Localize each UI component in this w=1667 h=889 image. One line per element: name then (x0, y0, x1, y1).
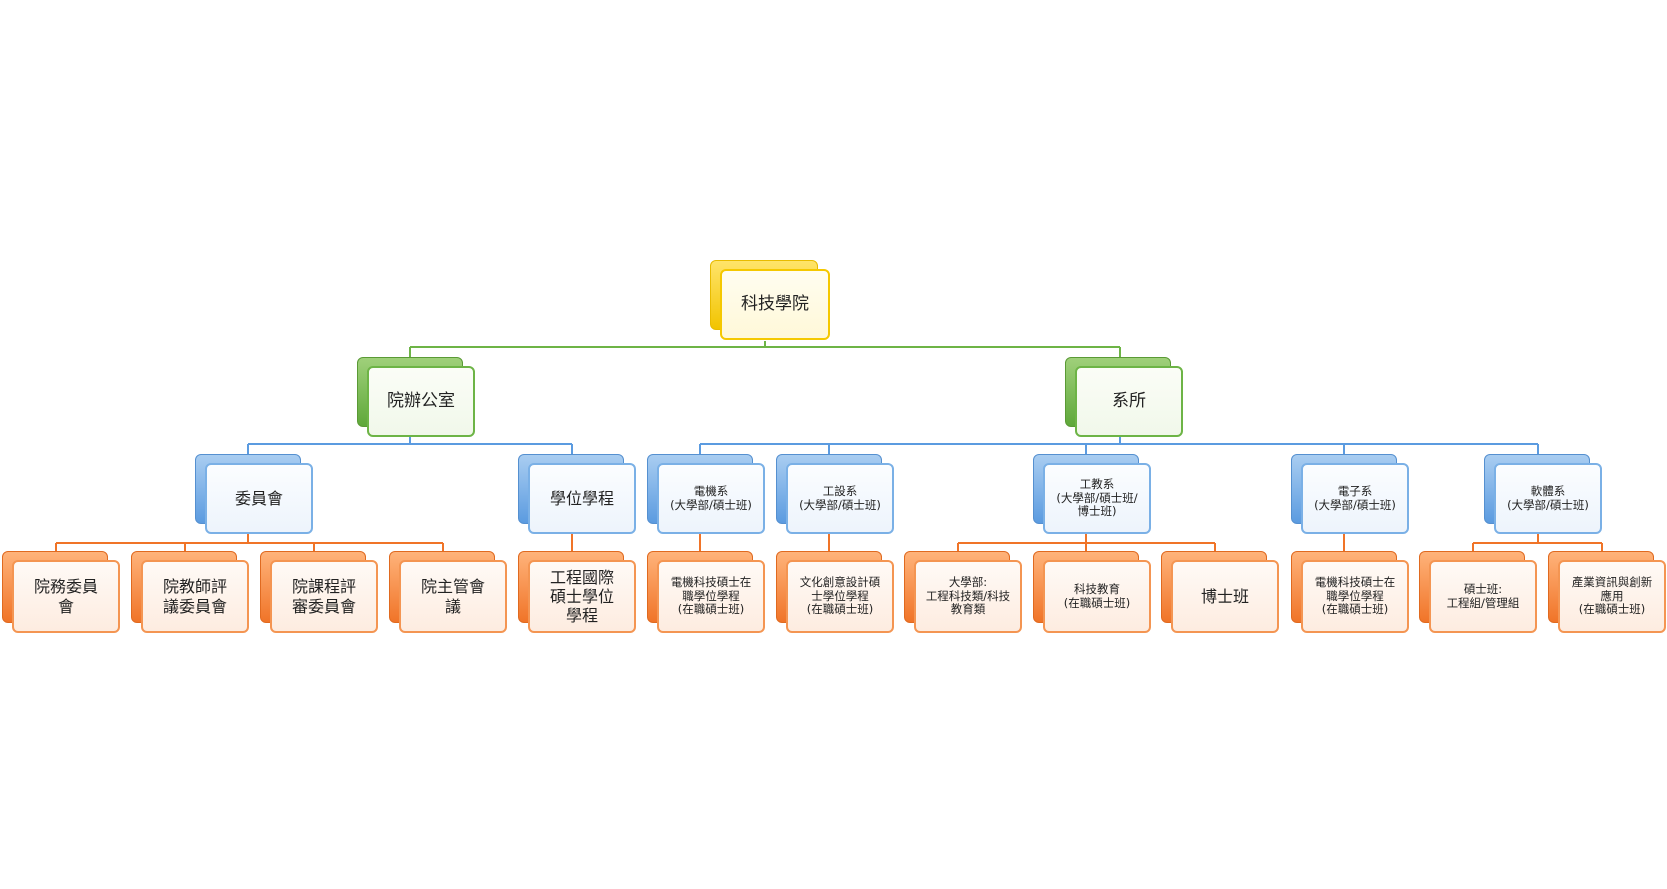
node-label-line: 博士班) (1077, 504, 1117, 519)
node-label-line: (在職碩士班) (677, 602, 745, 617)
node-dean-office: 院辦公室 (357, 357, 475, 437)
node-directors-meeting: 院主管會議 (389, 551, 507, 633)
node-label-line: 職學位學程 (1326, 588, 1384, 603)
node-face: 院教師評議委員會 (141, 560, 249, 633)
node-face: 學位學程 (528, 463, 636, 534)
node-label-line: (大學部/碩士班) (1314, 497, 1396, 512)
node-label-line: (在職碩士班) (1063, 595, 1131, 610)
connector-root-to-offices (409, 341, 1121, 358)
node-face: 院主管會議 (399, 560, 507, 633)
node-label-line: 大學部: (948, 574, 988, 589)
node-label-line: (在職碩士班) (806, 602, 874, 617)
node-face: 院課程評審委員會 (270, 560, 378, 633)
connector-offices-to-units (247, 437, 1539, 455)
node-label-line: 碩士班: (1463, 581, 1503, 596)
node-face: 電機科技碩士在 職學位學程 (在職碩士班) (657, 560, 765, 633)
node-label-line: 教育類 (950, 602, 986, 617)
node-dept-se: 軟體系 (大學部/碩士班) (1484, 454, 1602, 534)
node-label: 科技學院 (741, 294, 809, 315)
connector-units-to-leaves (55, 533, 1603, 552)
node-label: 工程國際碩士學位學程 (549, 567, 614, 626)
node-face: 電機系 (大學部/碩士班) (657, 463, 765, 534)
node-face: 工設系 (大學部/碩士班) (786, 463, 894, 534)
node-dept-id: 工設系 (大學部/碩士班) (776, 454, 894, 534)
node-label: 學位學程 (549, 488, 614, 508)
node-label: 系所 (1112, 391, 1146, 412)
node-face: 院務委員會 (12, 560, 120, 633)
node-face: 工程國際碩士學位學程 (528, 560, 636, 633)
node-dept-ee: 電機系 (大學部/碩士班) (647, 454, 765, 534)
node-label-line: 文化創意設計碩 (799, 574, 881, 589)
node-face: 工教系 (大學部/碩士班/ 博士班) (1043, 463, 1151, 534)
node-label: 博士班 (1200, 586, 1249, 606)
node-face: 碩士班: 工程組/管理組 (1429, 560, 1537, 633)
node-label-line: 工程組/管理組 (1446, 595, 1520, 610)
node-label-line: 產業資訊與創新 (1571, 574, 1653, 589)
node-college-of-technology: 科技學院 (710, 260, 830, 340)
node-label-line: 軟體系 (1530, 483, 1566, 498)
node-curriculum-review-committee: 院課程評審委員會 (260, 551, 378, 633)
node-label: 院教師評議委員會 (162, 577, 227, 616)
node-face: 科技教育 (在職碩士班) (1043, 560, 1151, 633)
node-departments: 系所 (1065, 357, 1183, 437)
node-degree-program: 學位學程 (518, 454, 636, 534)
node-label-line: 職學位學程 (682, 588, 740, 603)
node-intl-master-program: 工程國際碩士學位學程 (518, 551, 636, 633)
node-face: 電機科技碩士在 職學位學程 (在職碩士班) (1301, 560, 1409, 633)
node-ie-undergraduate: 大學部: 工程科技類/科技 教育類 (904, 551, 1022, 633)
node-label-line: 工程科技類/科技 (925, 588, 1011, 603)
node-college-affairs-committee: 院務委員會 (2, 551, 120, 633)
node-label: 院務委員會 (33, 577, 98, 616)
node-label-line: 工設系 (822, 483, 858, 498)
node-label-line: (在職碩士班) (1578, 602, 1646, 617)
node-dept-ie: 工教系 (大學部/碩士班/ 博士班) (1033, 454, 1151, 534)
node-face: 委員會 (205, 463, 313, 534)
node-label-line: 士學位學程 (811, 588, 869, 603)
node-label-line: 應用 (1600, 588, 1624, 603)
node-label-line: (在職碩士班) (1321, 602, 1389, 617)
node-face: 電子系 (大學部/碩士班) (1301, 463, 1409, 534)
node-face: 文化創意設計碩 士學位學程 (在職碩士班) (786, 560, 894, 633)
node-label: 院主管會議 (420, 577, 485, 616)
node-label-line: 電機科技碩士在 (1314, 574, 1396, 589)
node-committee: 委員會 (195, 454, 313, 534)
node-face: 大學部: 工程科技類/科技 教育類 (914, 560, 1022, 633)
node-label: 院課程評審委員會 (291, 577, 356, 616)
node-face: 博士班 (1171, 560, 1279, 633)
node-phd-program: 博士班 (1161, 551, 1279, 633)
node-et-inservice-program: 電機科技碩士在 職學位學程 (在職碩士班) (1291, 551, 1409, 633)
node-label-line: (大學部/碩士班/ (1056, 490, 1138, 505)
node-face: 院辦公室 (367, 366, 475, 437)
node-ee-inservice-program: 電機科技碩士在 職學位學程 (在職碩士班) (647, 551, 765, 633)
node-dept-et: 電子系 (大學部/碩士班) (1291, 454, 1409, 534)
node-face: 產業資訊與創新 應用 (在職碩士班) (1558, 560, 1666, 633)
node-label-line: 工教系 (1079, 476, 1115, 491)
node-label-line: 電子系 (1337, 483, 1373, 498)
node-face: 軟體系 (大學部/碩士班) (1494, 463, 1602, 534)
node-label-line: 電機系 (693, 483, 729, 498)
node-label: 委員會 (234, 488, 283, 508)
node-face: 系所 (1075, 366, 1183, 437)
node-faculty-review-committee: 院教師評議委員會 (131, 551, 249, 633)
node-label-line: (大學部/碩士班) (1507, 497, 1589, 512)
node-label-line: 電機科技碩士在 (670, 574, 752, 589)
node-label-line: (大學部/碩士班) (799, 497, 881, 512)
node-label: 院辦公室 (387, 391, 455, 412)
node-label-line: (大學部/碩士班) (670, 497, 752, 512)
node-se-master-program: 碩士班: 工程組/管理組 (1419, 551, 1537, 633)
node-label-line: 科技教育 (1074, 581, 1120, 596)
node-face: 科技學院 (720, 269, 830, 340)
node-cultural-design-program: 文化創意設計碩 士學位學程 (在職碩士班) (776, 551, 894, 633)
node-tech-education: 科技教育 (在職碩士班) (1033, 551, 1151, 633)
node-industry-innovation-program: 產業資訊與創新 應用 (在職碩士班) (1548, 551, 1666, 633)
